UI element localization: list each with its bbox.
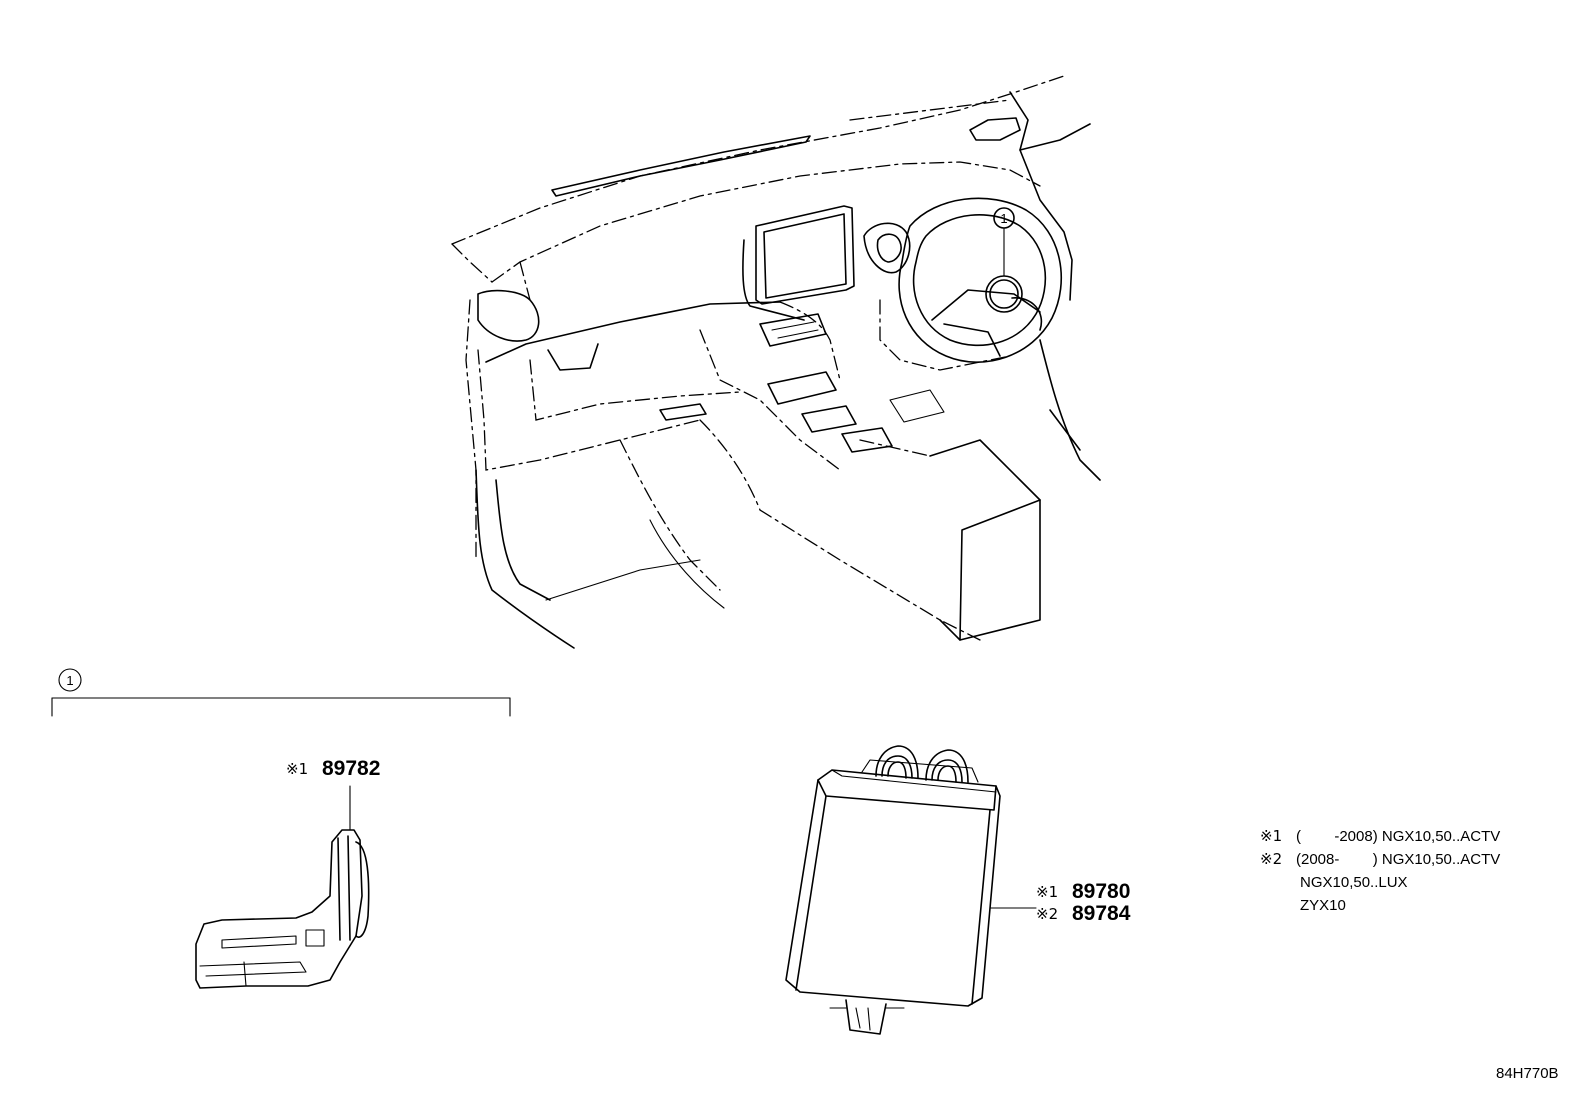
ecu-part-marker-1: ※1 <box>1036 883 1058 901</box>
callout-label-wheel: 1 <box>1000 211 1007 226</box>
diagram-code: 84H770B <box>1496 1065 1559 1082</box>
ecu-part-number-1: 89780 <box>1072 880 1130 903</box>
callout-label-group: 1 <box>66 673 73 688</box>
note-line1-marker: ※1 <box>1260 827 1282 845</box>
callout-bracket: 1 <box>51 668 511 717</box>
note-line2-marker: ※2 <box>1260 850 1282 868</box>
note-line4-text: ZYX10 <box>1300 897 1346 914</box>
antenna-part <box>195 785 370 989</box>
dashboard-illustration: 1 <box>451 75 1101 649</box>
antenna-part-number: 89782 <box>322 757 380 780</box>
note-line2-text: (2008- ) NGX10,50..ACTV <box>1296 851 1500 868</box>
applicability-notes: ※1 ( -2008) NGX10,50..ACTV ※2 (2008- ) N… <box>1260 827 1500 914</box>
ecu-part-marker-2: ※2 <box>1036 905 1058 923</box>
ecu-part-number-2: 89784 <box>1072 902 1131 925</box>
ecu-module <box>785 745 1037 1035</box>
antenna-part-marker: ※1 <box>286 760 308 778</box>
note-line3-text: NGX10,50..LUX <box>1300 874 1408 891</box>
note-line1-text: ( -2008) NGX10,50..ACTV <box>1296 828 1500 845</box>
